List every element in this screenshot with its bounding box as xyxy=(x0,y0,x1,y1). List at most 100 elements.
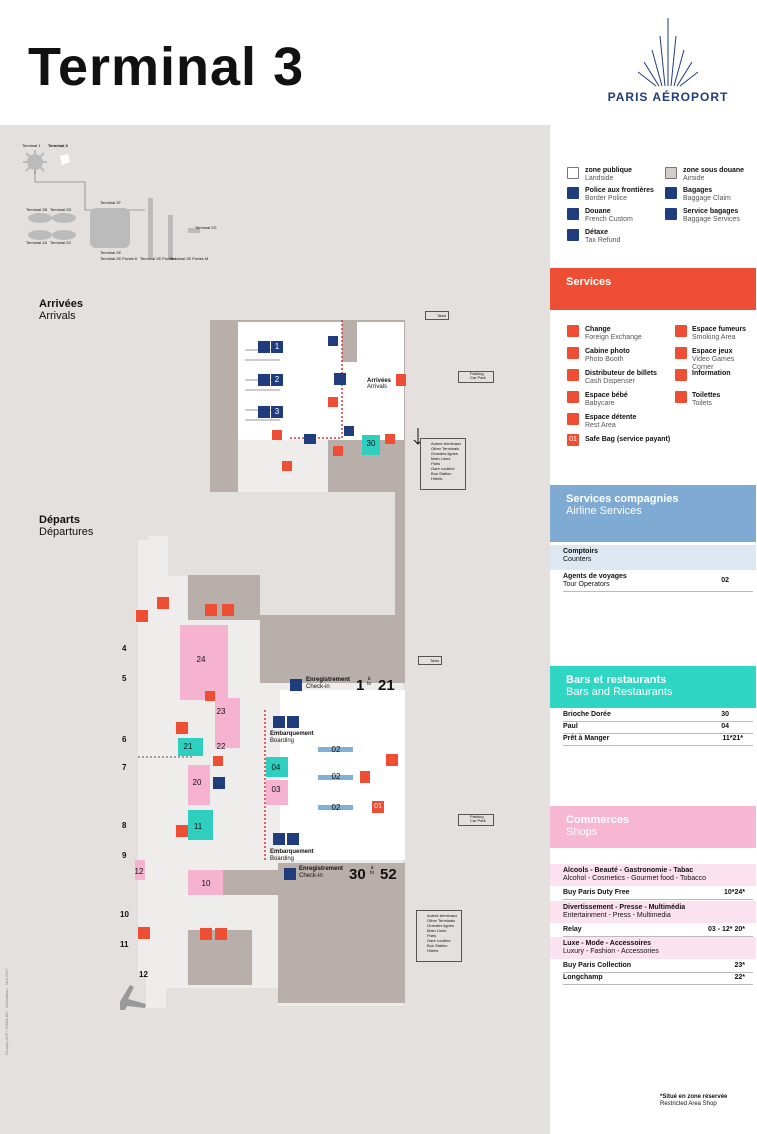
taxis-sign: Taxis xyxy=(418,656,442,665)
gate-number: 11 xyxy=(120,940,129,949)
counter-number: 02 xyxy=(331,745,341,754)
video-games-icon xyxy=(138,927,150,939)
baggage-belt-1: 1 xyxy=(271,341,283,353)
service-safebag: Safe Bag (service payant) xyxy=(585,436,671,443)
customs-icon xyxy=(287,833,299,845)
credit-text: Groupe ADP / DIMM-AO · Orientation · Mai… xyxy=(4,968,9,1055)
baggage-belt-3: 3 xyxy=(271,406,283,418)
paris-aeroport-logo: PARIS AÉROPORT xyxy=(598,18,738,108)
shop-number: 11 xyxy=(193,822,203,831)
change-icon xyxy=(176,825,188,837)
gate-number: 7 xyxy=(122,763,127,772)
baggage-claim-icon xyxy=(665,187,677,199)
border-police-icon xyxy=(304,434,316,444)
overview-label: Terminal 2E Portes K xyxy=(100,256,138,261)
counter-number: 02 xyxy=(331,772,341,781)
toilets-icon xyxy=(675,391,687,403)
safe-bag-badge: 01 xyxy=(372,801,384,813)
gate-number: 12 xyxy=(139,970,148,979)
overview-label: Terminal 1 xyxy=(22,143,41,148)
information-icon xyxy=(675,369,687,381)
checkin-to: 52 xyxy=(380,866,397,883)
gate-number: 6 xyxy=(122,735,127,744)
baggage-services-icon xyxy=(328,336,338,346)
toilets-icon xyxy=(205,604,217,616)
customs-icon xyxy=(567,208,579,220)
gate-number: 5 xyxy=(122,674,127,683)
baggage-belt-2: 2 xyxy=(271,374,283,386)
shop-number: 12 xyxy=(134,867,144,876)
overview-label: Terminal 2G xyxy=(195,225,217,230)
baggage-claim-icon xyxy=(258,406,270,418)
cash-dispenser-icon xyxy=(385,434,395,444)
checkin-icon xyxy=(290,679,302,691)
tax-refund-icon xyxy=(344,426,354,436)
babycare-icon xyxy=(282,461,292,471)
gate-number: 10 xyxy=(120,910,129,919)
shop-number: 20 xyxy=(192,778,202,787)
babycare-icon xyxy=(222,604,234,616)
cash-dispenser-icon xyxy=(386,754,398,766)
shop-number: 22 xyxy=(216,742,226,751)
baggage-claim-icon xyxy=(258,341,270,353)
overview-label: Terminal 2F xyxy=(100,200,121,205)
information-icon xyxy=(396,374,406,386)
rest-area-icon xyxy=(136,610,148,622)
gate-number: 9 xyxy=(122,851,127,860)
overview-map xyxy=(23,150,200,260)
photo-booth-icon xyxy=(213,756,223,766)
babycare-icon xyxy=(567,391,579,403)
gate-number: 4 xyxy=(122,644,127,653)
logo-text: PARIS AÉROPORT xyxy=(607,90,729,104)
checkin-to: 21 xyxy=(378,677,395,694)
customs-icon xyxy=(287,716,299,728)
shop-number: 23 xyxy=(216,707,226,716)
baggage-claim-icon xyxy=(258,374,270,386)
overview-label: Terminal 2E Portes L xyxy=(140,256,178,261)
customs-icon xyxy=(213,777,225,789)
change-icon xyxy=(567,325,579,337)
smoking-area-icon xyxy=(675,325,687,337)
overview-label: Terminal 2A xyxy=(26,240,48,245)
shop-number: 21 xyxy=(183,742,193,751)
shop-number: 04 xyxy=(271,763,281,772)
photo-booth-icon xyxy=(567,347,579,359)
tax-refund-icon xyxy=(567,229,579,241)
shop-number: 10 xyxy=(201,879,211,888)
information-icon xyxy=(360,771,370,783)
video-games-icon xyxy=(675,347,687,359)
toilets-icon xyxy=(333,446,343,456)
overview-label: Terminal 2E Portes M xyxy=(170,256,209,261)
safe-bag-badge: 01 xyxy=(567,434,579,446)
shop-number: 03 xyxy=(271,785,281,794)
